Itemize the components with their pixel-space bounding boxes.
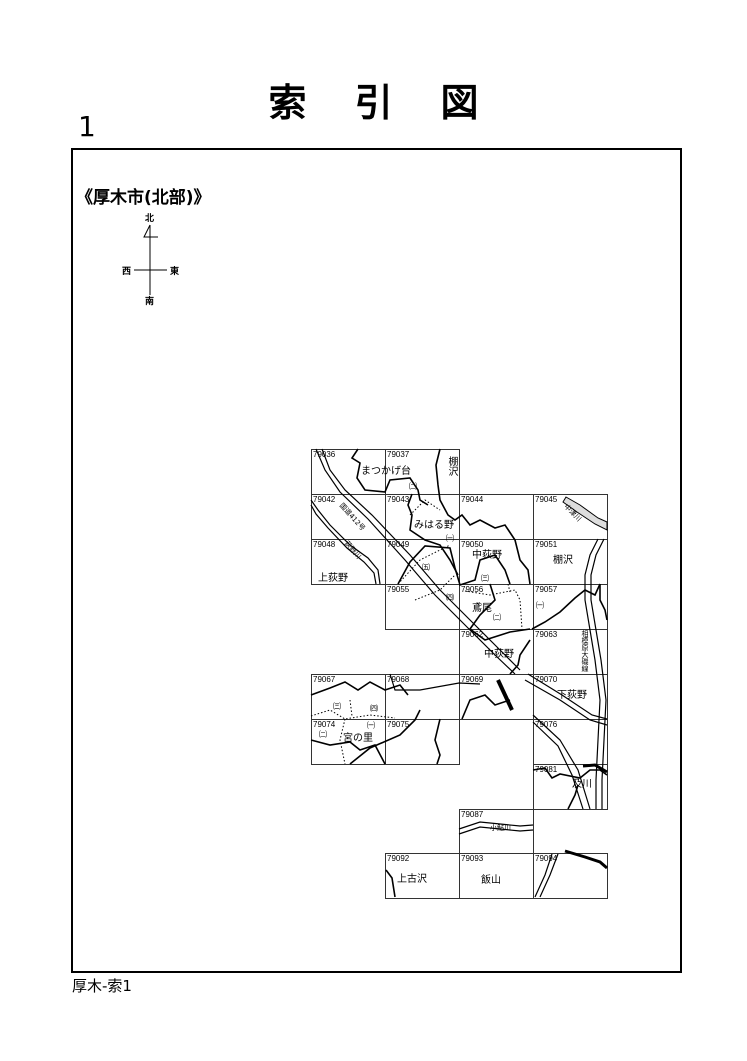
place-label: 中荻野 (484, 649, 514, 660)
compass-west: 西 (122, 267, 132, 277)
sheet-number: 79042 (313, 495, 336, 504)
sheet-number: 79045 (535, 495, 558, 504)
map-sheet-79092[interactable]: 79092 (385, 853, 460, 899)
map-frame (71, 148, 682, 973)
sheet-number: 79063 (535, 630, 558, 639)
sheet-number: 79051 (535, 540, 558, 549)
page-title: 索引図 (268, 81, 527, 125)
sheet-number: 79070 (535, 675, 558, 684)
place-label: まつかげ台 (361, 466, 411, 477)
sheet-number: 79087 (461, 810, 484, 819)
map-sheet-79057[interactable]: 79057 (533, 584, 608, 630)
place-label: 棚沢 (553, 555, 573, 566)
sheet-number: 79093 (461, 854, 484, 863)
place-label: 飯山 (481, 875, 501, 886)
map-sheet-79044[interactable]: 79044 (459, 494, 534, 540)
sheet-number: 79069 (461, 675, 484, 684)
district-label: ㈠ (536, 601, 544, 610)
sheet-number: 79067 (313, 675, 336, 684)
place-label: 及川 (572, 779, 592, 790)
sheet-number: 79068 (387, 675, 410, 684)
district-label: ㈡ (493, 613, 501, 622)
sheet-number: 79036 (313, 450, 336, 459)
compass-south: 南 (145, 297, 155, 307)
place-label: 下荻野 (557, 690, 587, 701)
map-sheet-79056[interactable]: 79056 (459, 584, 534, 630)
page-number: 1 (78, 110, 96, 143)
sheet-number: 79048 (313, 540, 336, 549)
sheet-number: 79056 (461, 585, 484, 594)
road-label: 相模原大磯線 (581, 630, 589, 672)
map-sheet-79093[interactable]: 79093 (459, 853, 534, 899)
map-sheet-79081[interactable]: 79081 (533, 764, 608, 810)
sheet-number: 79044 (461, 495, 484, 504)
place-label: 中荻野 (472, 550, 502, 561)
place-label: みはる野 (414, 520, 454, 531)
sheet-number: 79094 (535, 854, 558, 863)
compass-east: 東 (170, 267, 180, 277)
place-label: 上古沢 (397, 874, 427, 885)
sheet-number: 79057 (535, 585, 558, 594)
map-sheet-79055[interactable]: 79055 (385, 584, 460, 630)
map-sheet-79068[interactable]: 79068 (385, 674, 460, 720)
page-footer: 厚木-索1 (72, 977, 132, 995)
sheet-number: 79081 (535, 765, 558, 774)
place-label: 上荻野 (318, 573, 348, 584)
place-label: 宮の里 (343, 733, 373, 744)
district-label: ㈢ (481, 574, 489, 583)
sheet-number: 79049 (387, 540, 410, 549)
district-label: ㈡ (409, 482, 417, 491)
district-label: ㈤ (422, 563, 430, 572)
map-sheet-79069[interactable]: 79069 (459, 674, 534, 720)
sheet-number: 79076 (535, 720, 558, 729)
place-label: 鳶尾 (472, 603, 492, 614)
sheet-number: 79074 (313, 720, 336, 729)
district-label: ㈣ (370, 704, 378, 713)
place-label: 棚沢 (446, 456, 457, 476)
sheet-number: 79075 (387, 720, 410, 729)
sheet-number: 79043 (387, 495, 410, 504)
compass-north: 北 (145, 214, 155, 224)
sheet-number: 79037 (387, 450, 410, 459)
map-sheet-79075[interactable]: 79075 (385, 719, 460, 765)
sheet-number: 79055 (387, 585, 410, 594)
sheet-number: 79092 (387, 854, 410, 863)
river-label: 小鮎川 (490, 824, 511, 832)
map-sheet-79076[interactable]: 79076 (533, 719, 608, 765)
district-label: ㈡ (319, 730, 327, 739)
district-label: ㈠ (446, 534, 454, 543)
district-label: ㈣ (446, 593, 454, 602)
map-sheet-79094[interactable]: 79094 (533, 853, 608, 899)
map-subtitle: 《厚木市(北部)》 (76, 188, 211, 208)
sheet-number: 79062 (461, 630, 484, 639)
district-label: ㈢ (333, 702, 341, 711)
district-label: ㈠ (367, 721, 375, 730)
map-sheet-79063[interactable]: 79063 (533, 629, 608, 675)
